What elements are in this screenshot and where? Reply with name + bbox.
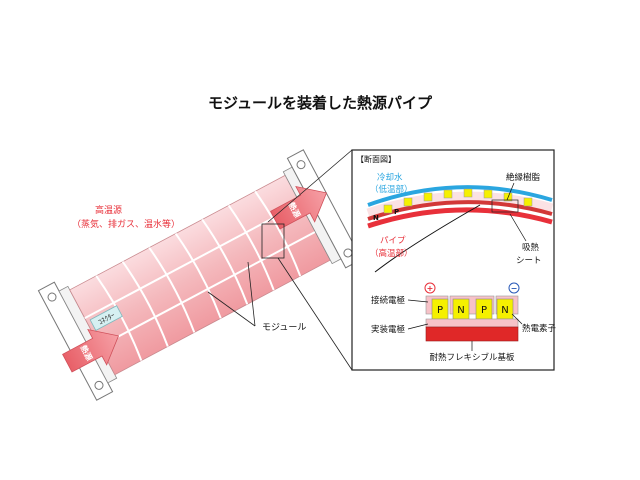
- arc-element-n: N: [373, 214, 379, 222]
- adapter-tag: [89, 305, 123, 331]
- element-p-2: P: [481, 305, 487, 316]
- flexible-substrate-label: 耐熱フレキシブル基板: [429, 352, 515, 363]
- arc-element-blocks: [383, 188, 533, 214]
- element-p-1: P: [437, 305, 443, 316]
- cross-section-header: 【断面図】: [356, 154, 396, 164]
- zoom-lines: [267, 149, 353, 371]
- outlet-heat-arrow: 熱源: [270, 185, 328, 230]
- pipe-label: パイプ: [380, 236, 406, 246]
- zoom-target-box: [261, 223, 285, 259]
- inlet-heat-arrow: 熱源: [62, 328, 120, 373]
- cooling-water-label: 冷却水: [377, 172, 403, 183]
- heat-source-label: 高温源: [95, 204, 122, 216]
- module-label: モジュール: [262, 323, 306, 333]
- insulating-resin-label: 絶縁樹脂: [506, 172, 541, 183]
- flange-bolt-icon: [94, 380, 104, 390]
- plus-terminal-icon: [424, 282, 436, 294]
- thermoelectric-element-label: 熱電素子: [522, 323, 557, 334]
- flange-bolt-icon: [296, 160, 306, 170]
- arc-highlight-box: [491, 199, 519, 213]
- connection-electrode-label: 接続電極: [371, 295, 406, 306]
- page-title: モジュールを装着した熱源パイプ: [208, 94, 433, 112]
- cooling-water-sublabel: （低温部）: [370, 184, 413, 195]
- pipe-sublabel: （高温部）: [370, 248, 413, 259]
- flange-bolt-icon: [47, 292, 57, 302]
- element-n-2: N: [501, 305, 508, 316]
- element-stack: [425, 295, 519, 342]
- heat-source-pipe: ｺﾈｸﾀｰ: [37, 149, 363, 401]
- pipe-curve: [374, 204, 481, 273]
- heat-source-examples: （蒸気、排ガス、温水等）: [72, 218, 180, 230]
- minus-sign: −: [511, 284, 518, 293]
- module-leader-lines: [207, 261, 256, 327]
- module-grid: [84, 190, 316, 361]
- heat-sheet-sublabel: シート: [516, 256, 542, 266]
- element-n-1: N: [457, 305, 464, 316]
- plus-sign: +: [427, 284, 434, 293]
- minus-terminal-icon: [508, 282, 520, 294]
- mounting-electrode-label: 実装電極: [371, 324, 406, 335]
- heat-sheet-label: 吸熱: [522, 242, 540, 253]
- arc-element-p: P: [394, 208, 399, 216]
